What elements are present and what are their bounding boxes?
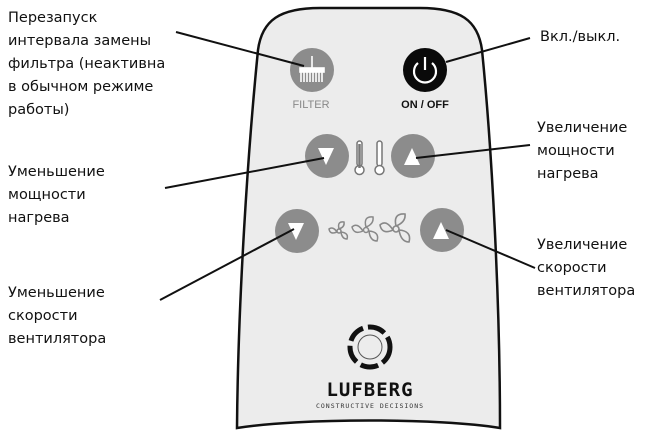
callout-lines — [159, 31, 536, 301]
label-heat-down: Уменьшение мощности нагрева — [8, 164, 105, 226]
label-power: Вкл./выкл. — [540, 29, 621, 45]
triangle-up-icon — [433, 222, 449, 239]
triangle-up-icon — [404, 148, 420, 165]
fan-small-icon — [328, 221, 349, 240]
power-label: ON / OFF — [401, 99, 449, 111]
callout-power — [445, 37, 531, 63]
heat-down-button[interactable] — [305, 134, 349, 178]
filter-label: FILTER — [292, 99, 329, 111]
fan-medium-icon — [351, 216, 379, 242]
thermometer-empty-icon — [374, 140, 385, 176]
callout-fan-up — [445, 229, 536, 269]
label-filter-reset: Перезапуск интервала замены фильтра (неа… — [8, 10, 166, 118]
fan-large-icon — [379, 213, 411, 243]
fan-down-button[interactable] — [275, 209, 319, 253]
thermometer-full-icon — [354, 140, 365, 176]
brand-logo-text: LUFBERG — [326, 379, 413, 401]
filter-button[interactable] — [290, 48, 334, 92]
label-heat-up: Увеличение мощности нагрева — [537, 120, 628, 182]
lufberg-logo: LUFBERG CONSTRUCTIVE DECISIONS — [316, 324, 424, 410]
brand-slogan: CONSTRUCTIVE DECISIONS — [316, 402, 424, 410]
callout-heat-down — [164, 157, 325, 189]
label-fan-up: Увеличение скорости вентилятора — [537, 237, 636, 299]
callout-filter — [175, 31, 305, 67]
fan-up-button[interactable] — [420, 208, 464, 252]
triangle-down-icon — [288, 223, 304, 240]
power-button[interactable] — [403, 48, 447, 92]
callout-heat-up — [415, 144, 531, 159]
triangle-down-icon — [318, 148, 334, 165]
brush-icon — [299, 56, 325, 82]
power-icon — [412, 57, 438, 84]
label-fan-down: Уменьшение скорости вентилятора — [8, 285, 107, 347]
callout-fan-down — [159, 228, 295, 301]
heat-up-button[interactable] — [391, 134, 435, 178]
